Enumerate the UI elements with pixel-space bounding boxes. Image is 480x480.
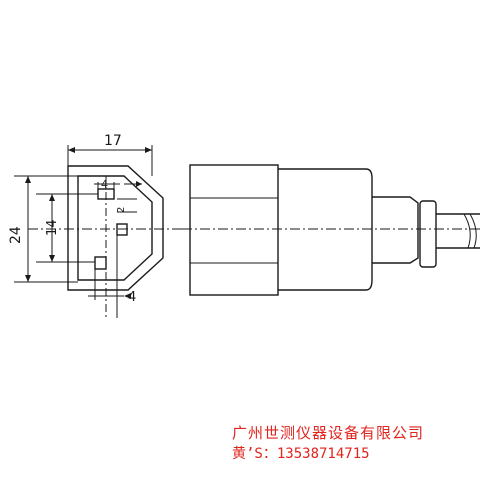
dim14-arrow-bottom	[49, 255, 55, 262]
dim-leader-arrow	[136, 181, 142, 187]
dim17-arrow-left	[68, 147, 75, 153]
dim14-arrow-top	[49, 194, 55, 201]
side-end-ring	[419, 200, 437, 268]
side-cable-break-2	[469, 213, 477, 249]
face-outer-outline	[67, 165, 164, 291]
dim24-arrow-top	[25, 176, 31, 183]
dim-width-top-label: 17	[104, 133, 122, 149]
side-cable-break-1	[463, 213, 471, 249]
dim-bottom-label: 4	[128, 290, 136, 305]
dim24-arrow-bottom	[25, 275, 31, 282]
dim4bottom-arrow	[124, 293, 131, 299]
dim-height-inner-label: 14	[45, 219, 60, 236]
dim-pin-small-top-label: 4	[101, 178, 108, 191]
pin-bottom	[94, 256, 107, 270]
dim17-arrow-right	[145, 147, 152, 153]
side-front-block	[189, 164, 279, 296]
connector-face-view: 17 24 14 4 2 4	[8, 133, 182, 318]
dim-pin-gap-label: 2	[116, 207, 127, 213]
connector-side-view	[182, 164, 480, 296]
contact-phone-watermark: 黄’S：13538714715	[232, 446, 370, 462]
company-name-watermark: 广州世测仪器设备有限公司	[232, 424, 425, 442]
side-strain-relief	[372, 196, 419, 264]
dim-height-outer-label: 24	[8, 226, 24, 244]
face-inner-outline	[77, 175, 153, 281]
